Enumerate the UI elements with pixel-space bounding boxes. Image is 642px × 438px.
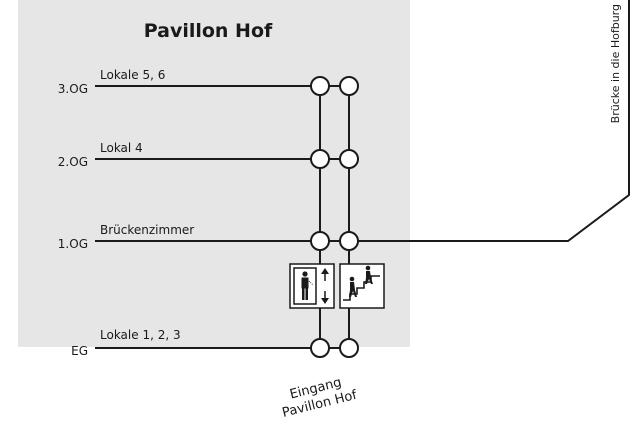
node-1og-elevator <box>310 231 330 251</box>
bridge-label: Brücke in die Hofburg <box>609 4 622 123</box>
level-label-1og: 1.OG <box>58 237 88 251</box>
room-label-1og: Brückenzimmer <box>100 223 194 237</box>
bridge-line <box>349 0 630 242</box>
level-label-eg: EG <box>71 344 88 358</box>
node-eg-elevator <box>310 338 330 358</box>
level-label-2og: 2.OG <box>58 155 88 169</box>
node-2og-elevator <box>310 149 330 169</box>
entrance-label: Eingang Pavillon Hof <box>281 375 359 421</box>
elevator-icon <box>289 263 335 309</box>
stairs-icon <box>339 263 385 309</box>
level-label-3og: 3.OG <box>58 82 88 96</box>
building-title: Pavillon Hof <box>144 20 273 42</box>
node-3og-elevator <box>310 76 330 96</box>
node-eg-stairs <box>339 338 359 358</box>
room-label-eg: Lokale 1, 2, 3 <box>100 328 181 342</box>
room-label-3og: Lokale 5, 6 <box>100 68 165 82</box>
node-2og-stairs <box>339 149 359 169</box>
node-3og-stairs <box>339 76 359 96</box>
node-group <box>310 76 359 358</box>
node-1og-stairs <box>339 231 359 251</box>
room-label-2og: Lokal 4 <box>100 141 143 155</box>
